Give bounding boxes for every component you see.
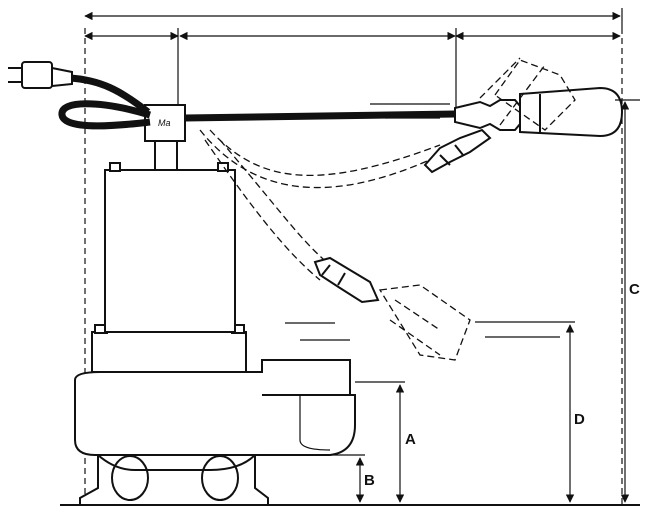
top-dimension-lines <box>84 8 623 110</box>
dimension-label-c: C <box>629 281 640 298</box>
dimension-label-a: A <box>405 431 416 448</box>
float-switch-middle <box>423 128 492 174</box>
float-switch-icon <box>454 86 624 138</box>
vertical-dimension-lines <box>258 99 640 503</box>
float-ghost-positions <box>199 57 576 361</box>
water-level-lines <box>285 103 615 341</box>
pump-volute <box>74 359 356 456</box>
cable-loop <box>58 100 152 130</box>
dimension-label-d: D <box>574 411 585 428</box>
pump-motor <box>91 104 247 373</box>
power-cable <box>69 74 151 115</box>
float-switch-lower <box>313 256 380 304</box>
float-cable-upper <box>184 110 456 122</box>
pump-base <box>79 454 269 506</box>
dimension-label-b: B <box>364 472 375 489</box>
brand-mark: Ma <box>158 118 171 128</box>
power-plug-icon <box>8 61 73 89</box>
